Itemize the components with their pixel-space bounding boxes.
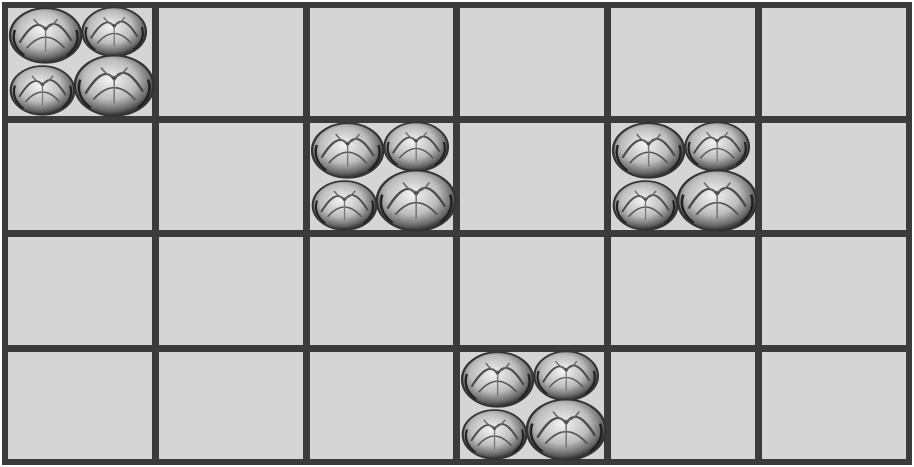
grid-cell-r2-c6 (762, 123, 906, 231)
grid-cell-r3-c3 (310, 237, 454, 345)
grid-cell-r1-c2 (159, 8, 303, 116)
cabbage-icon (82, 7, 146, 56)
cabbage-icon (312, 181, 376, 230)
cabbage-icon (535, 351, 599, 400)
cabbage-icon (686, 122, 750, 171)
grid-cell-r3-c6 (762, 237, 906, 345)
cabbage-icon (384, 122, 448, 171)
grid-cell-r3-c2 (159, 237, 303, 345)
grid-cell-r3-c4 (460, 237, 604, 345)
cabbage-icon (463, 410, 527, 459)
grid-cell-r3-c1 (8, 237, 152, 345)
grid-cell-r4-c3 (310, 352, 454, 460)
cabbage-icon (613, 123, 684, 177)
grid-cell-r2-c4 (460, 123, 604, 231)
cabbage-icon (678, 170, 757, 230)
cabbage-cluster (2, 2, 158, 122)
cabbage-icon (614, 181, 678, 230)
cabbage-icon (75, 56, 154, 116)
grid-cell-r2-c5 (611, 123, 755, 231)
grid-cell-r2-c2 (159, 123, 303, 231)
cabbage-icon (463, 352, 534, 406)
cabbage-icon (377, 170, 456, 230)
grid-cell-r4-c6 (762, 352, 906, 460)
grid-cell-r4-c2 (159, 352, 303, 460)
cabbage-cluster (304, 117, 460, 237)
grid-cell-r2-c1 (8, 123, 152, 231)
cabbage-cluster (454, 346, 610, 466)
grid-cell-r3-c5 (611, 237, 755, 345)
cabbage-icon (527, 399, 606, 459)
grid-cell-r2-c3 (310, 123, 454, 231)
grid-cell-r1-c1 (8, 8, 152, 116)
grid-cell-r1-c5 (611, 8, 755, 116)
grid-cell-r4-c5 (611, 352, 755, 460)
grid-cell-r4-c4 (460, 352, 604, 460)
grid-cell-r1-c3 (310, 8, 454, 116)
grid-cell-r4-c1 (8, 352, 152, 460)
grid-cell-r1-c4 (460, 8, 604, 116)
cabbage-cluster (605, 117, 761, 237)
cabbage-icon (10, 8, 81, 62)
cabbage-icon (11, 66, 75, 115)
cabbage-icon (312, 123, 383, 177)
grid-cell-r1-c6 (762, 8, 906, 116)
